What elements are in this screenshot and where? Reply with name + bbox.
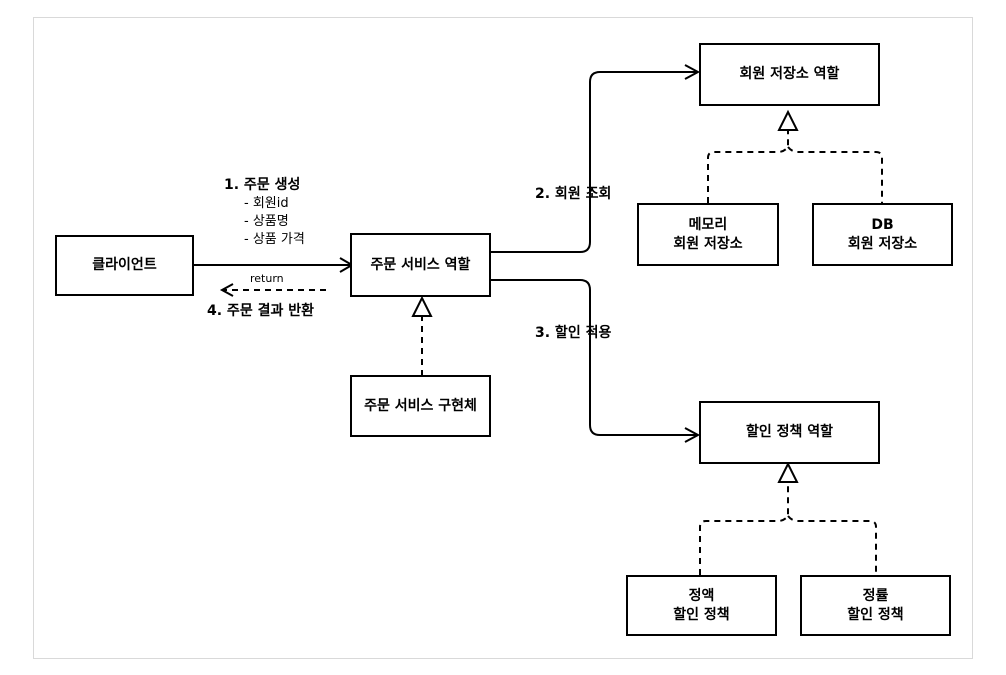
discount-role-label: 할인 정책 역할 [745,424,834,440]
order-service-impl-node: 주문 서비스 구현체 [350,375,491,437]
arrowhead-order-return [219,283,234,297]
discount-role-node: 할인 정책 역할 [699,401,880,464]
realization-discount-policies [699,482,877,575]
memory-repo-line2: 회원 저장소 [673,235,743,252]
return-label: return [250,272,284,285]
member-repo-role-node: 회원 저장소 역할 [699,43,880,106]
rate-discount-line1: 정률 [862,587,889,604]
arrow-member-lookup [490,71,698,253]
arrowhead-member-lookup [684,64,701,80]
realization-member-repos [707,130,883,203]
diagram-frame [33,17,973,659]
rate-discount-node: 정률 할인 정책 [800,575,951,636]
db-repo-line2: 회원 저장소 [847,235,918,252]
db-repo-node: DB 회원 저장소 [812,203,953,266]
db-repo-line1: DB [871,216,894,233]
order-service-role-node: 주문 서비스 역할 [350,233,491,297]
member-repo-role-label: 회원 저장소 역할 [739,66,840,82]
step1-label: 1. 주문 생성 [224,177,301,193]
order-service-impl-label: 주문 서비스 구현체 [364,397,477,414]
fixed-discount-line2: 할인 정책 [673,606,730,623]
realization-head-order [411,295,433,317]
step1-item-product-name: - 상품명 [244,214,289,229]
client-node: 클라이언트 [55,235,194,296]
step1-item-member-id: - 회원id [244,196,289,211]
arrowhead-apply-discount [684,427,701,443]
fixed-discount-line1: 정액 [688,587,715,604]
realization-head-member [777,109,799,131]
step4-label: 4. 주문 결과 반환 [207,303,314,319]
step2-label: 2. 회원 조회 [535,186,612,202]
client-label: 클라이언트 [92,257,157,273]
arrow-apply-discount [490,279,698,436]
memory-repo-line1: 메모리 [688,216,728,233]
step3-label: 3. 할인 적용 [535,325,612,341]
memory-repo-node: 메모리 회원 저장소 [637,203,779,266]
realization-head-discount [777,461,799,483]
step1-item-product-price: - 상품 가격 [244,232,305,247]
fixed-discount-node: 정액 할인 정책 [626,575,777,636]
order-service-role-label: 주문 서비스 역할 [370,256,471,273]
rate-discount-line2: 할인 정책 [847,606,904,623]
